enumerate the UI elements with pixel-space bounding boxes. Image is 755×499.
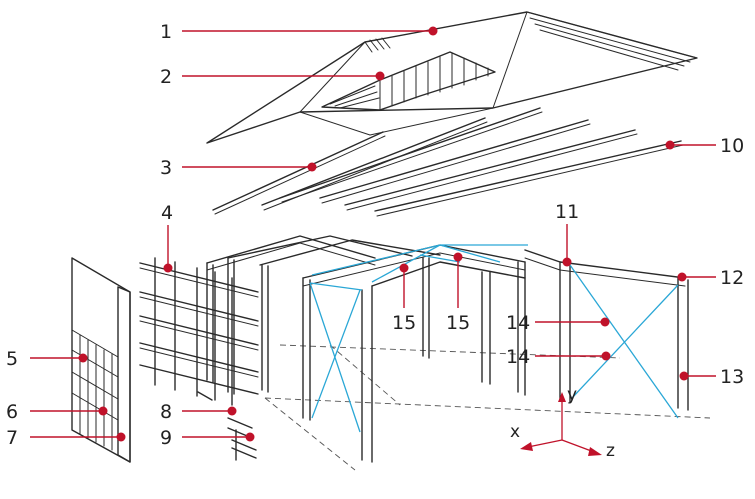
wall-girts (139, 257, 259, 461)
callout-number: 1 (160, 21, 172, 43)
callout-number: 14 (506, 312, 530, 334)
callout-number: 15 (392, 312, 416, 334)
wall-panel (71, 257, 131, 463)
callout-number: 8 (160, 401, 172, 423)
purlins (212, 107, 684, 217)
callout-number: 3 (160, 157, 172, 179)
cross-bracing (309, 244, 679, 433)
callout-number: 9 (160, 427, 172, 449)
callout-number: 12 (720, 267, 744, 289)
callout-number: 2 (160, 66, 172, 88)
roof-panel (206, 11, 698, 144)
axis-label-y: y (567, 385, 577, 405)
callout-number: 5 (6, 348, 18, 370)
callout-number: 4 (161, 202, 173, 224)
callout-numbers: 1 2 3 4 5 6 7 8 9 10 11 12 13 14 14 15 1… (6, 21, 744, 449)
back-frames (206, 235, 441, 395)
callout-number: 14 (506, 346, 530, 368)
callout-dots (78, 26, 689, 442)
callout-number: 7 (6, 427, 18, 449)
right-portal-frame (524, 249, 689, 411)
axis-label-x: x (510, 422, 520, 442)
callouts (30, 30, 716, 438)
axis-label-z: z (606, 441, 615, 461)
axis-triad: y x z (510, 385, 615, 461)
callout-number: 15 (446, 312, 470, 334)
callout-number: 13 (720, 366, 744, 388)
callout-number: 11 (555, 201, 579, 223)
callout-number: 6 (6, 401, 18, 423)
callout-number: 10 (720, 135, 744, 157)
